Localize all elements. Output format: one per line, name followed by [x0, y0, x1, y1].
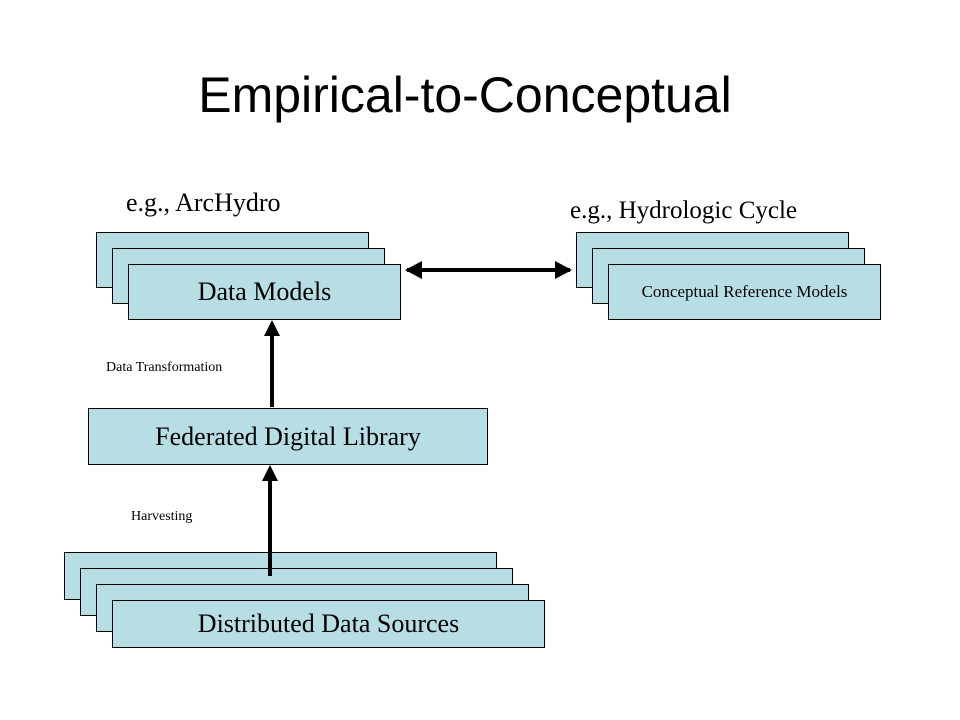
data-models-box: Data Models	[128, 264, 401, 320]
data-transformation-label: Data Transformation	[106, 360, 223, 375]
conceptual-models-label: Conceptual Reference Models	[641, 282, 848, 301]
data-models-label: Data Models	[197, 277, 332, 306]
conceptual-models-box: Conceptual Reference Models	[608, 264, 881, 320]
arc-hydro-caption: e.g., ArcHydro	[126, 188, 281, 217]
harvesting-arrow-head	[262, 465, 278, 481]
bidirectional-arrow-head-right	[555, 261, 572, 279]
slide-title: Empirical-to-Conceptual	[198, 67, 732, 123]
hydrologic-cycle-caption: e.g., Hydrologic Cycle	[570, 197, 798, 224]
distributed-sources-label: Distributed Data Sources	[197, 609, 460, 638]
federated-library-label: Federated Digital Library	[155, 421, 421, 451]
distributed-sources-box: Distributed Data Sources	[112, 600, 545, 648]
harvesting-label: Harvesting	[131, 509, 193, 524]
federated-library-box: Federated Digital Library	[88, 408, 488, 465]
transformation-arrow-head	[264, 320, 280, 336]
bidirectional-arrow-head-left	[405, 261, 422, 279]
